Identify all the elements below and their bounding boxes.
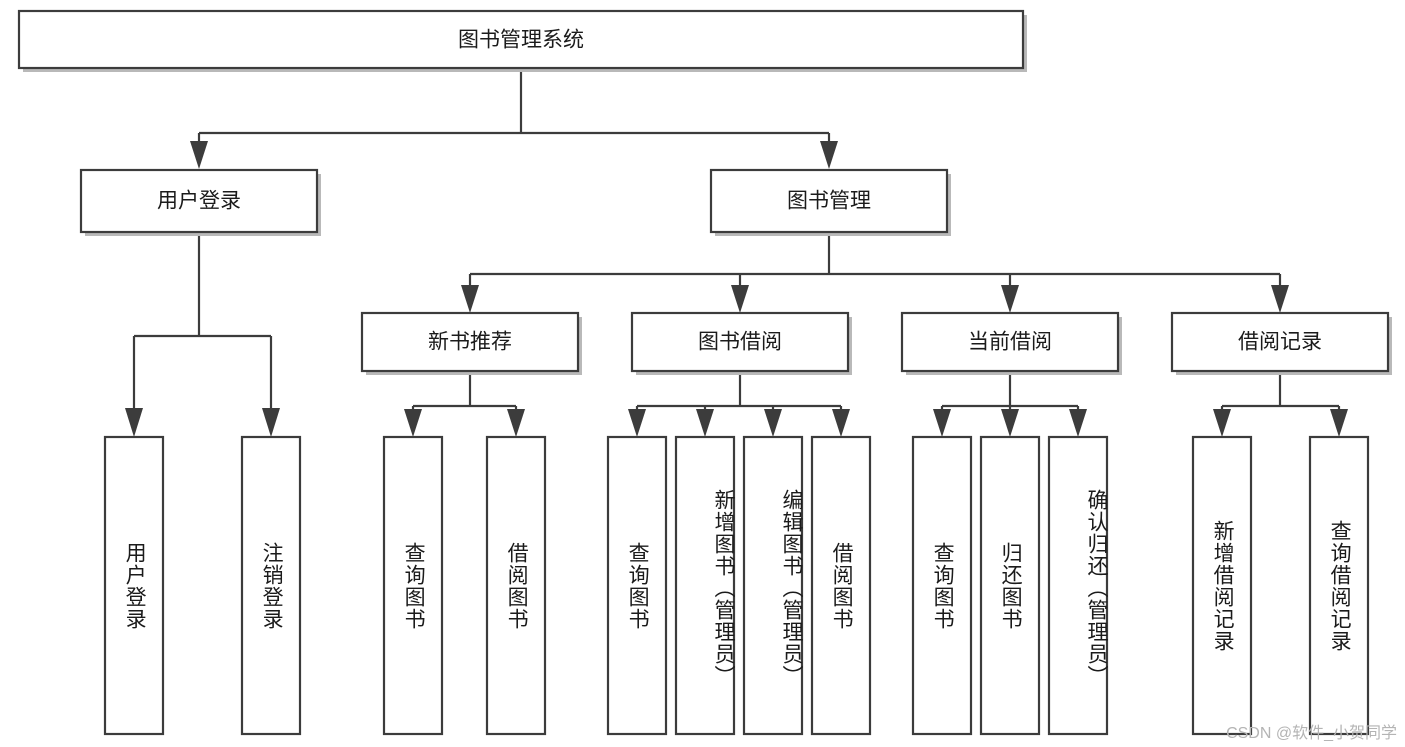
- node-borrow-record[interactable]: 借阅记录: [1170, 311, 1392, 375]
- leaf-box-book-borrow-2[interactable]: [674, 435, 736, 736]
- arrow-head-current-borrow-leaf-2: [1001, 409, 1019, 437]
- node-book-borrow[interactable]: 图书借阅: [630, 311, 852, 375]
- node-user-login-box[interactable]: [79, 168, 319, 234]
- leaf-box-book-borrow-1[interactable]: [606, 435, 668, 736]
- leaf-box-current-borrow-1[interactable]: [911, 435, 973, 736]
- leaf-box-current-borrow-3[interactable]: [1047, 435, 1109, 736]
- node-current-borrow-label: 当前借阅: [968, 331, 1052, 354]
- node-root-box[interactable]: [17, 9, 1025, 70]
- leaf-node-borrow-record-1[interactable]: [1191, 435, 1253, 736]
- arrow-head-book-borrow-leaf-1: [628, 409, 646, 437]
- leaf-box-book-borrow-3[interactable]: [742, 435, 804, 736]
- node-book-management-box[interactable]: [709, 168, 949, 234]
- arrow-head-new-book: [461, 285, 479, 313]
- node-root[interactable]: 图书管理系统: [17, 9, 1027, 72]
- leaf-node-borrow-record-2[interactable]: [1308, 435, 1370, 736]
- watermark-text: CSDN @软件_小贺同学: [1226, 725, 1397, 742]
- leaf-node-book-borrow-3[interactable]: [742, 435, 804, 736]
- leaf-box-current-borrow-2[interactable]: [979, 435, 1041, 736]
- node-user-login[interactable]: 用户登录: [79, 168, 321, 236]
- arrow-head-leaf-user-login-1: [125, 408, 143, 437]
- arrow-head-new-book-leaf-2: [507, 409, 525, 437]
- node-user-login-label: 用户登录: [157, 190, 241, 213]
- node-book-management[interactable]: 图书管理: [709, 168, 951, 236]
- arrow-head-book-mgmt: [820, 141, 838, 169]
- leaf-node-new-book-1[interactable]: [382, 435, 444, 736]
- node-current-borrow[interactable]: 当前借阅: [900, 311, 1122, 375]
- node-new-book-recommend-label: 新书推荐: [428, 331, 512, 354]
- leaf-node-book-borrow-4[interactable]: [810, 435, 872, 736]
- node-book-borrow-label: 图书借阅: [698, 331, 782, 354]
- leaf-box-new-book-2[interactable]: [485, 435, 547, 736]
- arrow-head-borrow-record-leaf-1: [1213, 409, 1231, 437]
- leaf-node-new-book-2[interactable]: [485, 435, 547, 736]
- arrow-head-borrow-record: [1271, 285, 1289, 313]
- arrow-head-current-borrow: [1001, 285, 1019, 313]
- arrow-head-borrow-record-leaf-2: [1330, 409, 1348, 437]
- leaf-node-user-login-2[interactable]: [240, 435, 302, 736]
- node-current-borrow-box[interactable]: [900, 311, 1120, 373]
- arrow-head-book-borrow-leaf-4: [832, 409, 850, 437]
- arrow-head-book-borrow: [731, 285, 749, 313]
- arrow-head-leaf-user-login-2: [262, 408, 280, 437]
- arrow-head-current-borrow-leaf-3: [1069, 409, 1087, 437]
- leaf-box-user-login-2[interactable]: [240, 435, 302, 736]
- leaf-box-new-book-1[interactable]: [382, 435, 444, 736]
- leaf-node-current-borrow-1[interactable]: [911, 435, 973, 736]
- leaf-node-book-borrow-1[interactable]: [606, 435, 668, 736]
- leaf-node-user-login-1[interactable]: [103, 435, 165, 736]
- arrow-head-user-login: [190, 141, 208, 169]
- node-book-borrow-box[interactable]: [630, 311, 850, 373]
- leaf-box-user-login-1[interactable]: [103, 435, 165, 736]
- node-borrow-record-box[interactable]: [1170, 311, 1390, 373]
- leaf-box-book-borrow-4[interactable]: [810, 435, 872, 736]
- arrow-head-current-borrow-leaf-1: [933, 409, 951, 437]
- leaf-box-borrow-record-1[interactable]: [1191, 435, 1253, 736]
- leaf-node-current-borrow-2[interactable]: [979, 435, 1041, 736]
- arrow-head-book-borrow-leaf-3: [764, 409, 782, 437]
- leaf-node-book-borrow-2[interactable]: [674, 435, 736, 736]
- node-borrow-record-label: 借阅记录: [1238, 331, 1322, 354]
- leaf-node-current-borrow-3[interactable]: [1047, 435, 1109, 736]
- node-new-book-recommend[interactable]: 新书推荐: [360, 311, 582, 375]
- node-root-label: 图书管理系统: [458, 29, 584, 52]
- node-book-management-label: 图书管理: [787, 190, 871, 213]
- connector-group: [125, 70, 1348, 437]
- arrow-head-book-borrow-leaf-2: [696, 409, 714, 437]
- node-new-book-recommend-box[interactable]: [360, 311, 580, 373]
- leaf-box-borrow-record-2[interactable]: [1308, 435, 1370, 736]
- arrow-head-new-book-leaf-1: [404, 409, 422, 437]
